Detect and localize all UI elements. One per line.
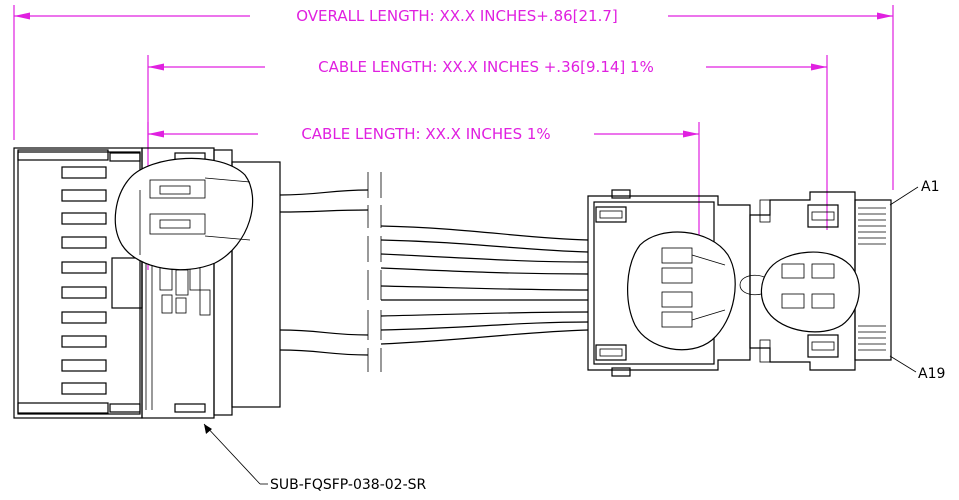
callout-a19: A19 [889,355,945,382]
overall-length-label: OVERALL LENGTH: XX.X INCHES+.86[21.7] [296,7,618,25]
right-connector [587,189,892,377]
right-connector-cutaway-right [760,251,860,333]
callout-a1: A1 [889,179,939,206]
cable-length-label: CABLE LENGTH: XX.X INCHES 1% [301,125,550,143]
part-number-label: SUB-FQSFP-038-02-SR [270,477,427,493]
callout-part-number: SUB-FQSFP-038-02-SR [203,423,427,493]
right-connector-cutaway-left [627,231,736,351]
cable-bundle [279,172,589,372]
dimension-cable-length-plus: CABLE LENGTH: XX.X INCHES +.36[9.14] 1% [147,55,828,230]
dimension-overall-length: OVERALL LENGTH: XX.X INCHES+.86[21.7] [13,5,894,190]
pin-a19-label: A19 [918,366,945,382]
left-connector [13,147,281,419]
right-connector-contacts [858,207,886,351]
left-connector-slots [61,166,107,395]
cable-length-plus-label: CABLE LENGTH: XX.X INCHES +.36[9.14] 1% [318,58,654,76]
pin-a1-label: A1 [921,179,939,195]
